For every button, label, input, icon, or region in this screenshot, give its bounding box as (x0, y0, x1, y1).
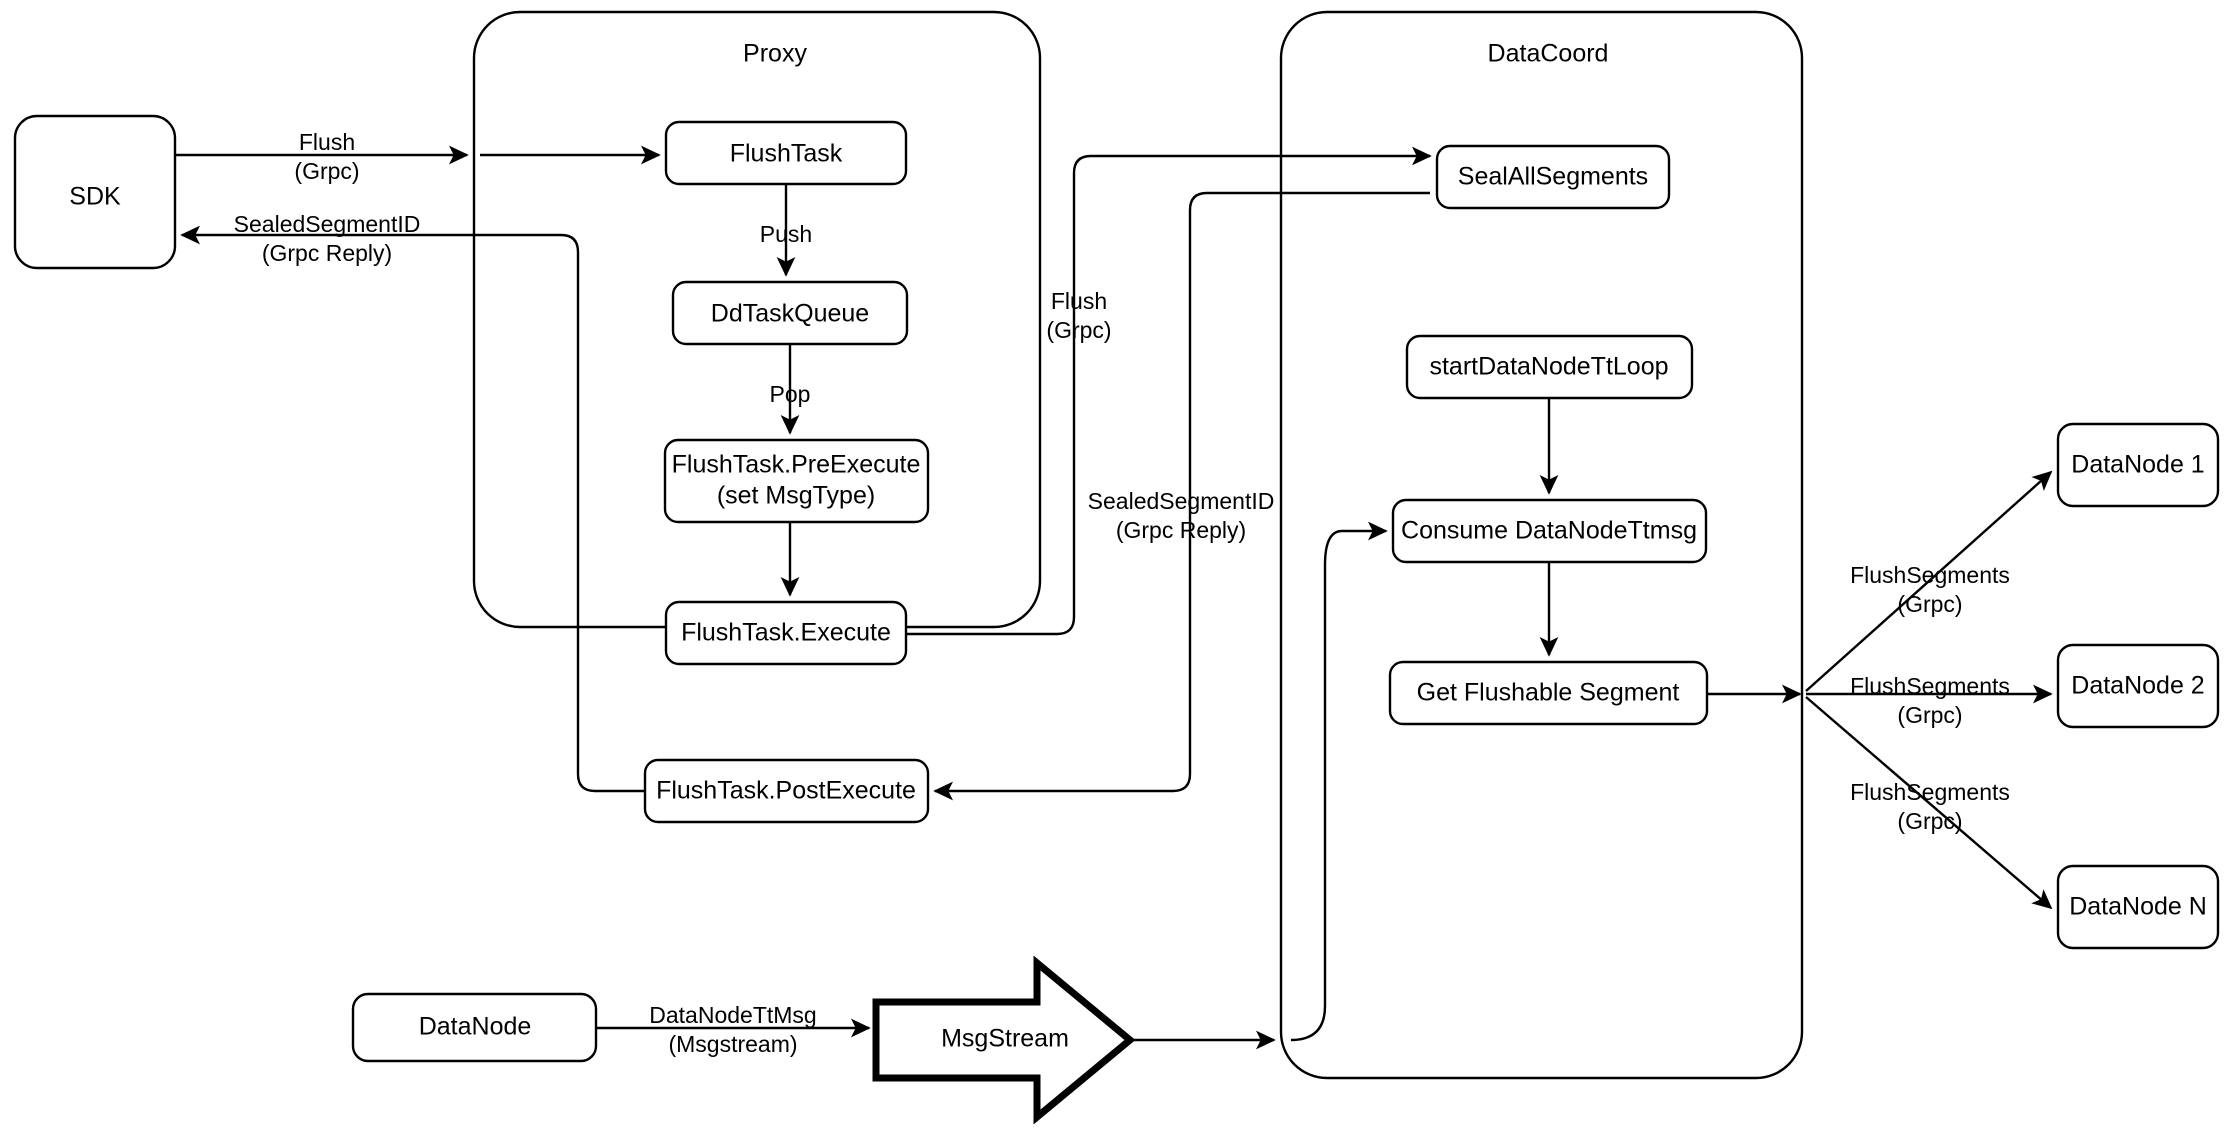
edge-junction-to-datanode-1 (1805, 470, 2053, 692)
node-datanode-label: DataNode (419, 1013, 532, 1041)
edge-flushsegments-1-label-line2: (Grpc) (1897, 591, 1962, 617)
node-datanode-n[interactable] (2056, 864, 2220, 950)
node-datanode-2-label: DataNode 2 (2071, 672, 2204, 700)
edge-datanode-ttmsg-label-line2: (Msgstream) (668, 1031, 797, 1057)
node-msgstream-label: MsgStream (941, 1025, 1069, 1053)
edge-sdk-to-proxy-label-line1: Flush (299, 129, 355, 155)
node-flushtask-preexecute[interactable] (663, 438, 930, 524)
edge-proxy-to-coord-label-line1: Flush (1051, 288, 1107, 314)
node-consume-datanodettmsg-label: Consume DataNodeTtmsg (1401, 517, 1697, 545)
node-sdk[interactable] (13, 114, 177, 270)
node-flushtask-preexecute-label-line1: FlushTask.PreExecute (672, 451, 921, 479)
node-datanode-2[interactable] (2056, 643, 2220, 729)
node-sealallsegments[interactable] (1435, 144, 1671, 210)
edge-flushsegments-n-label-line1: FlushSegments (1850, 779, 2010, 805)
edge-execute-to-sealallsegments (906, 146, 1432, 636)
edge-sealallsegments-to-postexecute (933, 191, 1430, 801)
node-msgstream-shape[interactable] (872, 955, 1136, 1125)
node-sealallsegments-label: SealAllSegments (1458, 163, 1648, 191)
edge-flushsegments-1-label-line1: FlushSegments (1850, 562, 2010, 588)
edge-postexecute-to-sdk (180, 225, 645, 793)
edge-datacoord-boundary-to-consume (1290, 521, 1388, 1042)
edge-datanode-ttmsg-label-line1: DataNodeTtMsg (649, 1002, 816, 1028)
node-flushtask-preexecute-label-line2: (set MsgType) (717, 482, 875, 510)
node-startdatanodettloop-label: startDataNodeTtLoop (1429, 353, 1668, 381)
node-ddtaskqueue-label: DdTaskQueue (711, 300, 869, 328)
edge-flushsegments-n-label-line2: (Grpc) (1897, 808, 1962, 834)
node-get-flushable-segment-label: Get Flushable Segment (1417, 679, 1680, 707)
node-flushtask-postexecute-label: FlushTask.PostExecute (656, 777, 916, 805)
edge-sdk-to-proxy-label-line2: (Grpc) (294, 158, 359, 184)
datacoord-container-label: DataCoord (1488, 40, 1609, 68)
node-flushtask-execute-label: FlushTask.Execute (681, 619, 891, 647)
node-datanode-n-label: DataNode N (2069, 893, 2207, 921)
edge-proxy-to-sdk-label-line1: SealedSegmentID (234, 211, 421, 237)
edge-coord-to-proxy-label-line1: SealedSegmentID (1088, 488, 1275, 514)
edge-flushsegments-2-label-line1: FlushSegments (1850, 673, 2010, 699)
proxy-container-label: Proxy (743, 40, 807, 68)
edge-proxy-to-sdk-label-line2: (Grpc Reply) (262, 240, 392, 266)
node-datanode-1[interactable] (2056, 422, 2220, 508)
edge-push-label: Push (760, 221, 812, 247)
edge-coord-to-proxy-label-line2: (Grpc Reply) (1116, 517, 1246, 543)
edge-pop-label: Pop (770, 381, 811, 407)
node-flushtask-label: FlushTask (730, 140, 843, 168)
edge-flushsegments-2-label-line2: (Grpc) (1897, 702, 1962, 728)
edge-proxy-to-coord-label-line2: (Grpc) (1046, 317, 1111, 343)
node-datanode-1-label: DataNode 1 (2071, 451, 2204, 479)
node-sdk-label: SDK (69, 183, 121, 211)
edge-junction-to-datanode-n (1805, 696, 2053, 910)
